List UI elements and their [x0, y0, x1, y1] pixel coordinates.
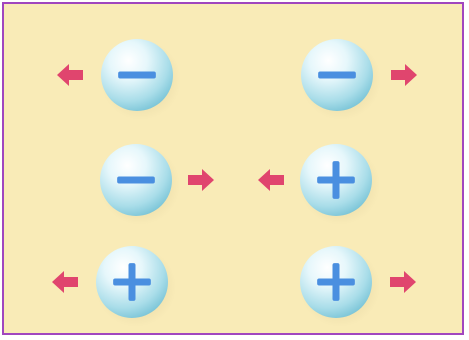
negative-charge-ball	[301, 39, 381, 120]
minus-sign	[118, 72, 156, 79]
force-arrow-left	[258, 169, 284, 191]
negative-charge-ball	[100, 144, 180, 225]
positive-charge-ball	[96, 246, 176, 327]
force-arrow-right	[390, 271, 416, 293]
minus-sign	[318, 72, 356, 79]
force-arrow-right	[188, 169, 214, 191]
force-arrow-left	[57, 64, 83, 86]
force-arrow-left	[52, 271, 78, 293]
negative-charge-ball	[101, 39, 181, 120]
plus-sign-vertical	[333, 161, 340, 199]
plus-sign-vertical	[333, 263, 340, 301]
plus-sign-vertical	[129, 263, 136, 301]
minus-sign	[117, 177, 155, 184]
positive-charge-ball	[300, 144, 380, 225]
force-arrow-right	[391, 64, 417, 86]
positive-charge-ball	[300, 246, 380, 327]
